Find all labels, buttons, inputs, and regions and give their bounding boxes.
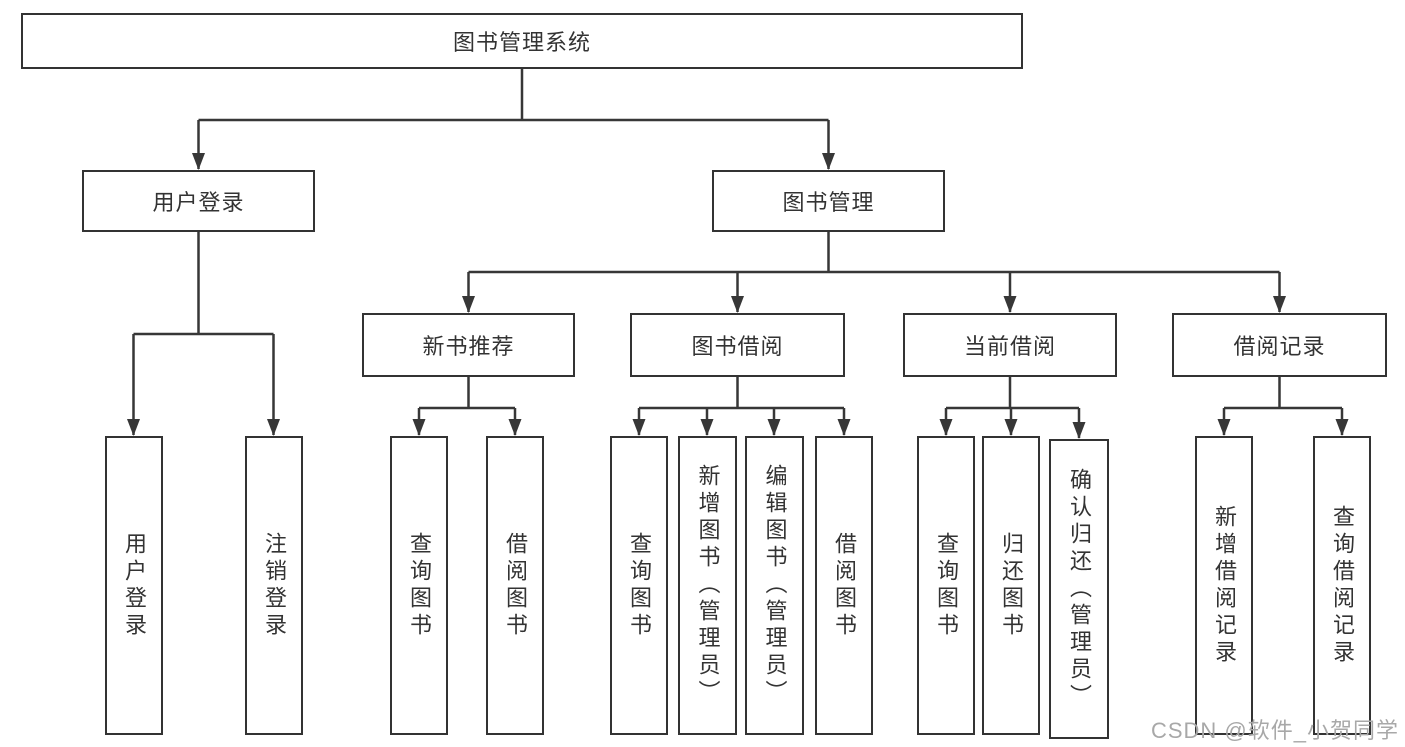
leaf-user-login: 用户登录 bbox=[105, 436, 163, 735]
node-label: 用户登录 bbox=[122, 531, 147, 640]
node-label: 图书管理系统 bbox=[452, 30, 591, 55]
node-label: 查询借阅记录 bbox=[1330, 504, 1355, 667]
leaf-query-borrow-record: 查询借阅记录 bbox=[1313, 436, 1371, 735]
node-label: 新书推荐 bbox=[422, 334, 515, 359]
node-label: 图书管理 bbox=[782, 190, 875, 215]
node-label: 编辑图书（管理员） bbox=[762, 464, 788, 707]
node-label: 归还图书 bbox=[999, 531, 1024, 640]
leaf-edit-books-admin: 编辑图书（管理员） bbox=[745, 436, 804, 735]
node-borrow-records: 借阅记录 bbox=[1172, 313, 1387, 377]
leaf-query-books: 查询图书 bbox=[917, 436, 975, 735]
connector-currentborrow-to-leaves bbox=[946, 377, 1079, 410]
node-new-book-recommend: 新书推荐 bbox=[362, 313, 575, 377]
leaf-query-books: 查询图书 bbox=[610, 436, 668, 735]
node-label: 借阅图书 bbox=[832, 531, 857, 640]
leaf-query-books: 查询图书 bbox=[390, 436, 448, 735]
node-label: 注销登录 bbox=[262, 531, 287, 640]
node-library-management-system: 图书管理系统 bbox=[21, 13, 1023, 69]
leaf-confirm-return-admin: 确认归还（管理员） bbox=[1049, 439, 1109, 739]
node-label: 查询图书 bbox=[627, 531, 652, 640]
leaf-borrow-books: 借阅图书 bbox=[486, 436, 544, 735]
connector-userlogin-to-leaves bbox=[133, 232, 274, 336]
node-current-borrow: 当前借阅 bbox=[903, 313, 1117, 377]
connector-bookmgmt-to-level3 bbox=[468, 232, 1280, 274]
node-book-management: 图书管理 bbox=[712, 170, 945, 232]
leaf-add-books-admin: 新增图书（管理员） bbox=[678, 436, 737, 735]
node-label: 查询图书 bbox=[407, 531, 432, 640]
node-label: 确认归还（管理员） bbox=[1067, 467, 1092, 711]
connector-newbooks-to-leaves bbox=[419, 377, 515, 410]
node-label: 借阅记录 bbox=[1233, 334, 1326, 359]
connector-borrowrecords-to-leaves bbox=[1224, 377, 1342, 410]
leaf-logout: 注销登录 bbox=[245, 436, 303, 735]
connector-root-to-level2 bbox=[198, 69, 829, 122]
leaf-borrow-books: 借阅图书 bbox=[815, 436, 873, 735]
leaf-add-borrow-record: 新增借阅记录 bbox=[1195, 436, 1253, 735]
node-label: 新增图书（管理员） bbox=[695, 464, 721, 707]
node-label: 用户登录 bbox=[152, 190, 245, 215]
node-book-borrow: 图书借阅 bbox=[630, 313, 845, 377]
leaf-return-books: 归还图书 bbox=[982, 436, 1040, 735]
csdn-watermark: CSDN @软件_小贺同学 bbox=[1150, 718, 1399, 743]
node-user-login: 用户登录 bbox=[82, 170, 315, 232]
node-label: 新增借阅记录 bbox=[1212, 504, 1237, 667]
node-label: 查询图书 bbox=[934, 531, 959, 640]
node-label: 图书借阅 bbox=[691, 334, 784, 359]
connector-bookborrow-to-leaves bbox=[639, 377, 844, 410]
node-label: 当前借阅 bbox=[963, 334, 1056, 359]
node-label: 借阅图书 bbox=[503, 531, 528, 640]
